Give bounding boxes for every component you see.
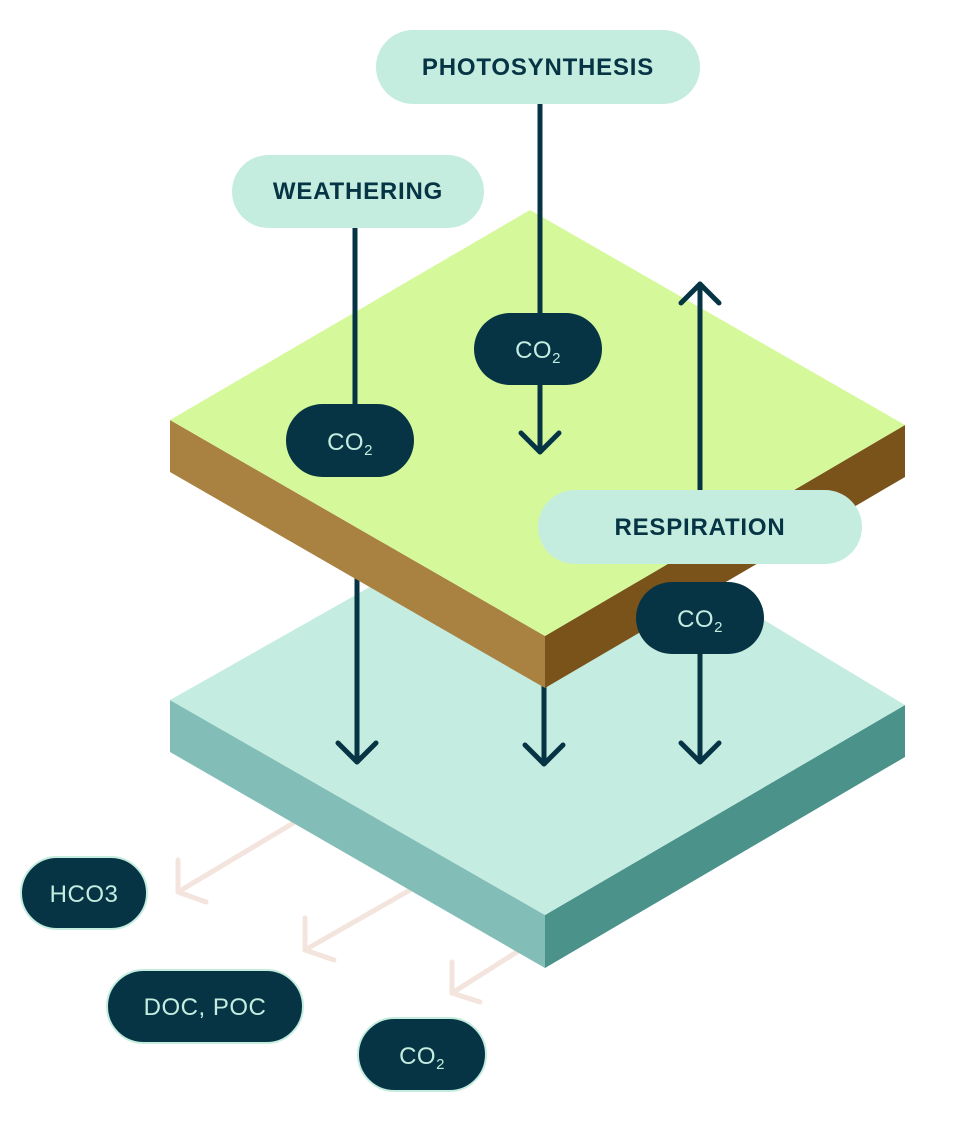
water-slab-left-side bbox=[170, 700, 545, 968]
photosynthesis-pill: PHOTOSYNTHESIS bbox=[376, 30, 700, 104]
co2-subscript: 2 bbox=[364, 442, 373, 459]
doc-poc-pill: DOC, POC bbox=[106, 969, 304, 1044]
respiration-label: RESPIRATION bbox=[614, 514, 785, 541]
weathering-label: WEATHERING bbox=[273, 178, 443, 205]
faint-arrow-doc-poc bbox=[302, 887, 413, 963]
svg-text:CO2: CO2 bbox=[515, 337, 561, 367]
co2-subscript: 2 bbox=[436, 1056, 445, 1073]
photosynthesis-arrow bbox=[518, 101, 562, 455]
co2-text: CO bbox=[515, 337, 552, 364]
co2-text: CO bbox=[677, 606, 714, 633]
co2-text: CO bbox=[399, 1043, 436, 1070]
down-arrow-weathering bbox=[335, 557, 379, 765]
co2-pill-photosynthesis: CO2 bbox=[474, 313, 602, 385]
down-arrow-respiration bbox=[678, 637, 722, 765]
svg-text:CO2: CO2 bbox=[327, 429, 373, 459]
faint-arrows bbox=[175, 819, 523, 1005]
weathering-pill: WEATHERING bbox=[232, 155, 484, 228]
co2-text: CO bbox=[327, 429, 364, 456]
photosynthesis-label: PHOTOSYNTHESIS bbox=[422, 54, 654, 81]
hco3-label: HCO3 bbox=[50, 881, 119, 908]
faint-arrow-hco3 bbox=[175, 819, 298, 905]
svg-text:CO2: CO2 bbox=[399, 1043, 445, 1073]
water-slab-right-side bbox=[545, 705, 905, 968]
co2-pill-weathering: CO2 bbox=[286, 404, 414, 477]
co2-subscript: 2 bbox=[714, 619, 723, 636]
doc-poc-label: DOC, POC bbox=[144, 994, 267, 1021]
co2-output-pill: CO2 bbox=[357, 1017, 487, 1092]
faint-arrow-co2 bbox=[449, 947, 523, 1005]
respiration-pill: RESPIRATION bbox=[538, 490, 862, 564]
hco3-pill: HCO3 bbox=[20, 856, 148, 930]
respiration-up-arrow bbox=[678, 281, 722, 495]
co2-pill-respiration: CO2 bbox=[636, 582, 764, 654]
co2-subscript: 2 bbox=[552, 350, 561, 367]
svg-text:CO2: CO2 bbox=[677, 606, 723, 636]
land-lines bbox=[352, 101, 722, 495]
land-slab-left-side bbox=[170, 420, 545, 688]
